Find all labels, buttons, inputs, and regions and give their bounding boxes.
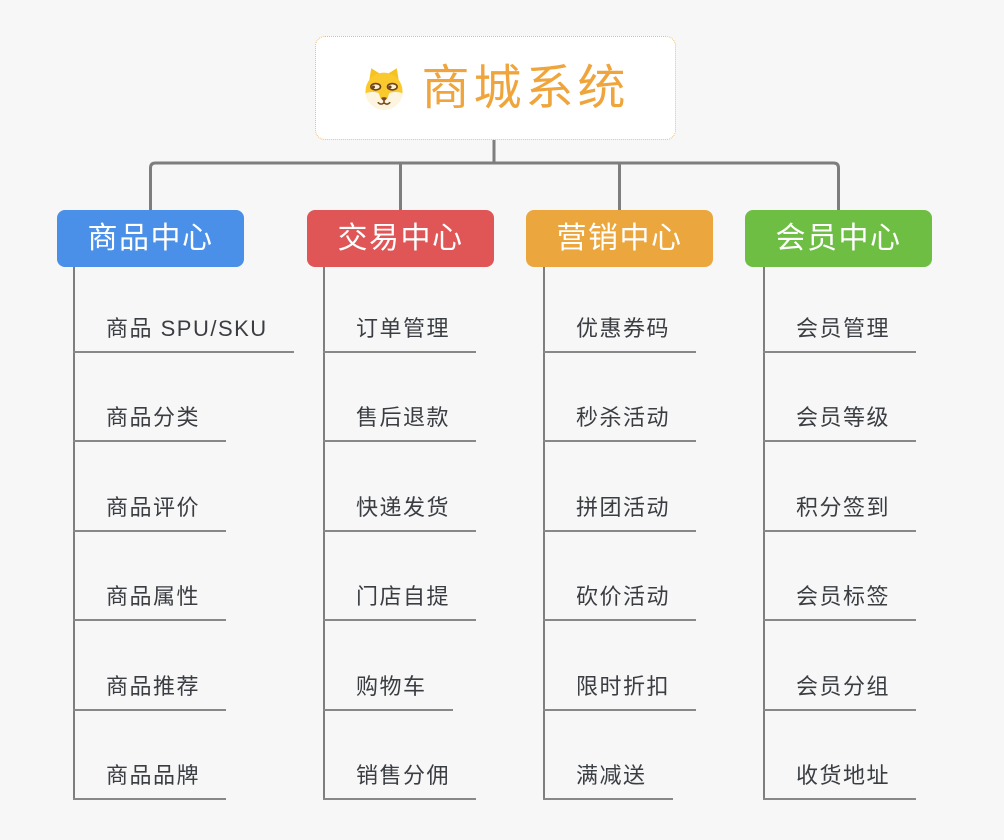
leaf-topic[interactable]: 商品评价 xyxy=(73,495,227,532)
branch-topic[interactable]: 商品中心 xyxy=(57,210,244,267)
leaf-topic[interactable]: 砍价活动 xyxy=(543,584,697,621)
branch-topic[interactable]: 营销中心 xyxy=(526,210,713,267)
leaf-topic[interactable]: 会员标签 xyxy=(763,584,917,621)
branch-topic[interactable]: 交易中心 xyxy=(307,210,494,267)
branch-topic-label: 会员中心 xyxy=(775,221,902,255)
root-topic[interactable]: 商城系统 xyxy=(315,36,676,140)
leaf-topic[interactable]: 拼团活动 xyxy=(543,495,697,532)
leaf-topic[interactable]: 销售分佣 xyxy=(323,763,477,800)
root-topic-title: 商城系统 xyxy=(421,62,630,115)
leaf-topic[interactable]: 积分签到 xyxy=(763,495,917,532)
branch-topic-label: 交易中心 xyxy=(337,221,464,255)
shiba-dog-icon xyxy=(365,68,404,110)
leaf-topic[interactable]: 门店自提 xyxy=(323,584,477,621)
leaf-topic[interactable]: 收货地址 xyxy=(763,763,917,800)
leaf-topic[interactable]: 会员管理 xyxy=(763,316,917,353)
leaf-topic[interactable]: 秒杀活动 xyxy=(543,405,697,442)
leaf-topic[interactable]: 满减送 xyxy=(543,763,673,800)
leaf-topic[interactable]: 商品属性 xyxy=(73,584,227,621)
leaf-topic[interactable]: 商品品牌 xyxy=(73,763,227,800)
leaf-topic[interactable]: 会员分组 xyxy=(763,674,917,711)
leaf-topic[interactable]: 订单管理 xyxy=(323,316,477,353)
leaf-topic[interactable]: 快递发货 xyxy=(323,495,477,532)
leaf-topic[interactable]: 购物车 xyxy=(323,674,453,711)
leaf-topic[interactable]: 商品分类 xyxy=(73,405,227,442)
branch-topic[interactable]: 会员中心 xyxy=(745,210,932,267)
leaf-topic[interactable]: 优惠券码 xyxy=(543,316,697,353)
leaf-topic[interactable]: 售后退款 xyxy=(323,405,477,442)
branch-topic-label: 商品中心 xyxy=(87,221,214,255)
branch-topic-label: 营销中心 xyxy=(556,221,683,255)
leaf-topic[interactable]: 限时折扣 xyxy=(543,674,697,711)
leaf-topic[interactable]: 会员等级 xyxy=(763,405,917,442)
leaf-topic[interactable]: 商品 SPU/SKU xyxy=(73,316,294,353)
leaf-topic[interactable]: 商品推荐 xyxy=(73,674,227,711)
